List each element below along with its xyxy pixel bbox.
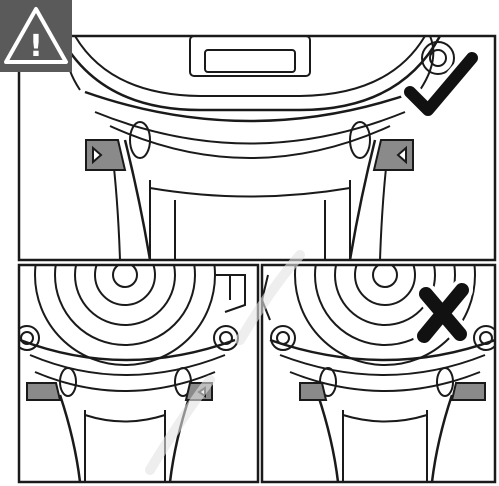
warning-triangle-icon [4, 7, 68, 64]
latch-clip-left [299, 382, 328, 401]
warning-symbol: ! [29, 29, 43, 64]
panel-bottom-right-frame [260, 263, 497, 484]
latch-clip-left [85, 139, 127, 171]
panel-bottom-left-frame [17, 263, 260, 484]
cross-mark-icon [413, 279, 473, 347]
latch-clip-right [372, 139, 414, 171]
panel-bottom-left [17, 263, 260, 484]
panel-top-frame [17, 34, 497, 262]
check-mark-icon [404, 52, 478, 116]
latch-clip-left [26, 382, 62, 401]
panel-bottom-right-incorrect [260, 263, 497, 484]
watermark [145, 250, 305, 475]
panel-top-correct [17, 34, 497, 262]
latch-clip-right [450, 382, 486, 401]
warning-badge: ! [0, 0, 72, 72]
